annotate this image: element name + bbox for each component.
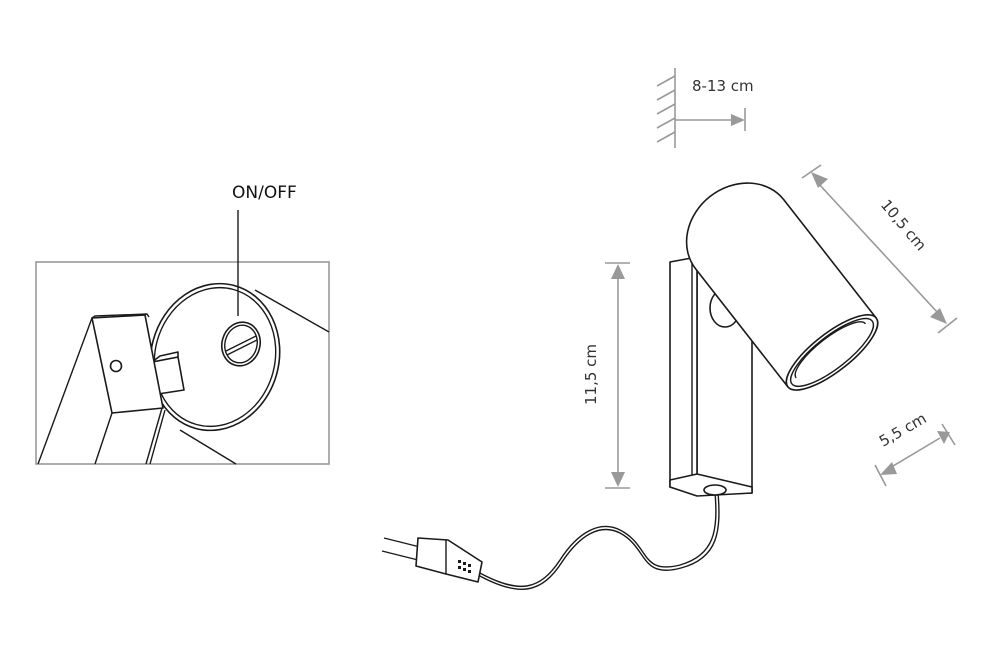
- wall-distance-label: 8-13 cm: [692, 77, 754, 95]
- bracket: [37, 313, 166, 465]
- lamp-opening: [785, 314, 879, 391]
- spotlight-head: [685, 182, 879, 391]
- height-label: 11,5 cm: [582, 344, 600, 405]
- power-cable: [477, 491, 717, 587]
- plug-icon: [381, 537, 483, 583]
- length-label: 10,5 cm: [877, 196, 930, 254]
- inset-frame: [35, 261, 330, 465]
- cable-grommet: [703, 484, 727, 496]
- switch-knob: [149, 282, 281, 432]
- height-dimension: [605, 262, 630, 489]
- screw-icon: [220, 321, 262, 367]
- wall-distance-dimension: [656, 68, 746, 148]
- wall-hatch-icon: [656, 75, 676, 143]
- switch-detail-inset: [35, 210, 330, 465]
- power-cable-outline: [477, 491, 720, 590]
- diameter-label: 5,5 cm: [876, 409, 930, 450]
- switch-label: ON/OFF: [232, 183, 297, 203]
- length-dimension: [801, 164, 958, 334]
- diameter-dimension: [874, 423, 956, 487]
